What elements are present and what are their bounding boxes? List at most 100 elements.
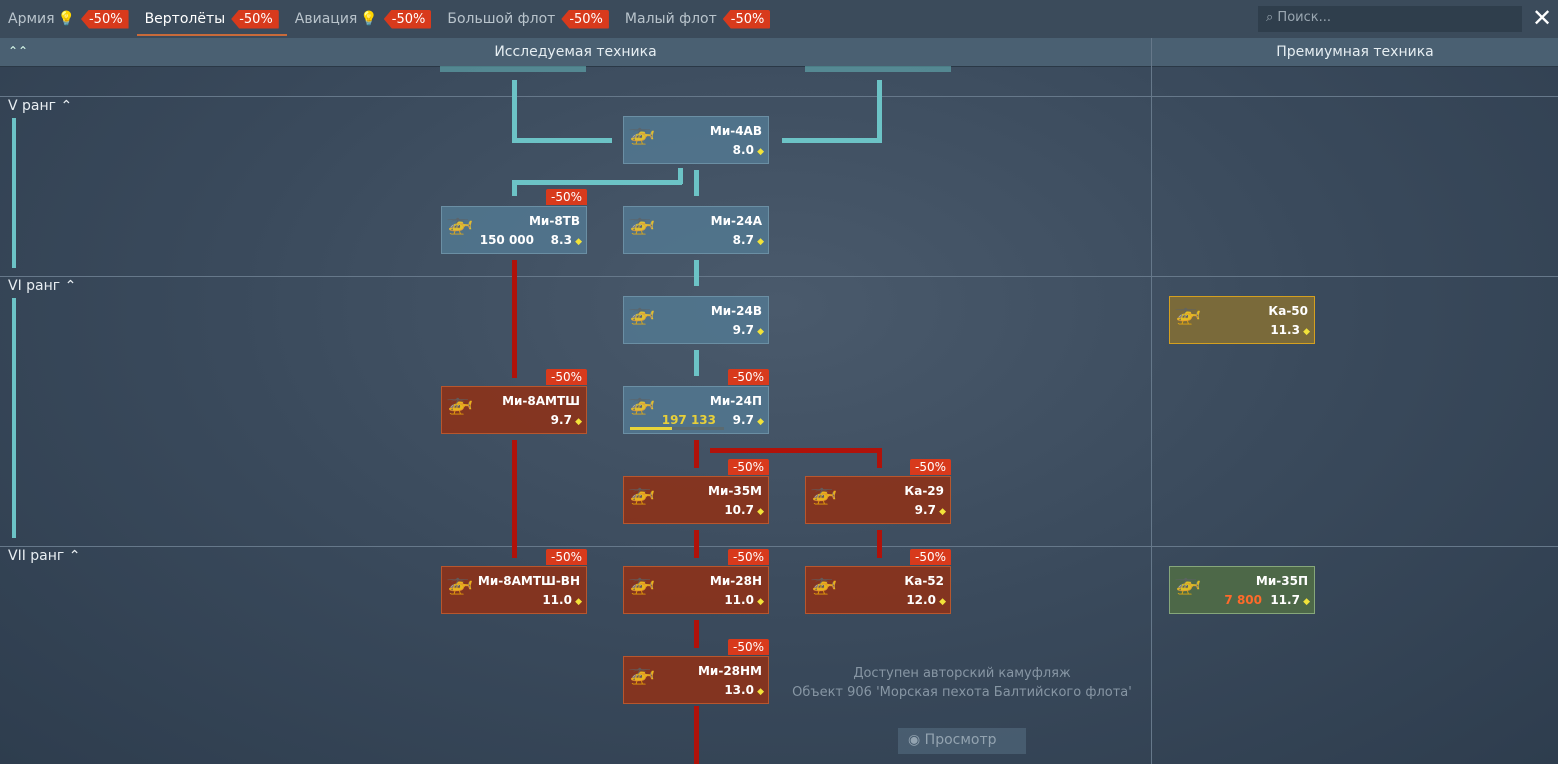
battle-rating: 9.7 (551, 413, 582, 427)
tab-0[interactable]: Армия💡 -50% (0, 0, 137, 38)
vehicle-card-mi28nm[interactable]: 🚁 Ми-28НМ 13.0 -50% (623, 639, 769, 704)
tab-4[interactable]: Малый флот -50% (617, 0, 778, 38)
discount-badge: -50% (561, 9, 609, 29)
close-icon[interactable]: ✕ (1532, 4, 1553, 32)
battle-rating: 9.7 (915, 503, 946, 517)
helicopter-icon: 🚁 (1174, 571, 1202, 596)
battle-rating: 10.7 (724, 503, 764, 517)
battle-rating: 9.7 (733, 323, 764, 337)
rank-6-bar (12, 298, 16, 538)
search-input[interactable]: ⌕ Поиск... (1258, 6, 1522, 32)
discount-badge: -50% (727, 549, 769, 565)
rank-divider (0, 276, 1558, 277)
discount-badge: -50% (231, 9, 279, 29)
lightbulb-icon: 💡 (57, 11, 75, 27)
camo-line1: Доступен авторский камуфляж (853, 666, 1071, 681)
tab-label: Армия (8, 11, 55, 27)
helicopter-icon: 🚁 (810, 571, 838, 596)
vehicle-name: Ка-29 (904, 484, 944, 498)
vehicle-name: Ми-35М (708, 484, 762, 498)
rank-5-label[interactable]: V ранг ⌃ (8, 98, 73, 114)
rank-5-text: V ранг (8, 98, 57, 114)
helicopter-icon: 🚁 (810, 481, 838, 506)
battle-rating: 8.0 (733, 143, 764, 157)
eye-icon: ◉ (908, 732, 921, 748)
rank-7-text: VII ранг (8, 548, 65, 564)
premium-column-header: Премиумная техника (1152, 38, 1558, 67)
discount-badge: -50% (727, 369, 769, 385)
battle-rating: 13.0 (724, 683, 764, 697)
helicopter-icon: 🚁 (446, 211, 474, 236)
collapse-all-icon[interactable]: ⌃⌃ (8, 44, 29, 58)
battle-rating: 11.0 (724, 593, 764, 607)
rank-divider (0, 546, 1558, 547)
cost: 197 133 (661, 413, 716, 427)
helicopter-icon: 🚁 (628, 391, 656, 416)
camo-line2: Объект 906 'Морская пехота Балтийского ф… (792, 685, 1132, 700)
vehicle-card-mi28n[interactable]: 🚁 Ми-28Н 11.0 -50% (623, 549, 769, 614)
vehicle-name: Ми-8АМТШ (502, 394, 580, 408)
helicopter-icon: 🚁 (628, 661, 656, 686)
cost: 150 000 (479, 233, 534, 247)
lightbulb-icon: 💡 (360, 11, 378, 27)
tab-label: Вертолёты (144, 11, 226, 27)
research-progress (630, 427, 724, 430)
discount-badge: -50% (909, 459, 951, 475)
vehicle-card-mi8tv[interactable]: 🚁 Ми-8ТВ 8.3 150 000 -50% (441, 189, 587, 254)
tab-2[interactable]: Авиация💡 -50% (287, 0, 440, 38)
discount-badge: -50% (80, 9, 129, 29)
discount-badge: -50% (909, 549, 951, 565)
vehicle-name: Ка-50 (1268, 304, 1308, 318)
rank-7-label[interactable]: VII ранг ⌃ (8, 548, 81, 564)
battle-rating: 11.3 (1270, 323, 1310, 337)
rank-6-label[interactable]: VI ранг ⌃ (8, 278, 77, 294)
vehicle-card-mi35m[interactable]: 🚁 Ми-35М 10.7 -50% (623, 459, 769, 524)
vehicle-name: Ми-8АМТШ-ВН (477, 574, 580, 588)
discount-badge: -50% (727, 639, 769, 655)
helicopter-icon: 🚁 (1174, 301, 1202, 326)
tab-label: Авиация (294, 11, 358, 27)
tab-1[interactable]: Вертолёты -50% (136, 0, 287, 38)
vehicle-name: Ка-52 (904, 574, 944, 588)
tab-3[interactable]: Большой флот -50% (439, 0, 617, 38)
column-divider (1151, 38, 1152, 764)
vehicle-name: Ми-28Н (709, 574, 762, 588)
view-camo-button[interactable]: ◉ Просмотр (898, 728, 1026, 754)
vehicle-name: Ми-35П (1255, 574, 1308, 588)
discount-badge: -50% (722, 9, 771, 29)
camouflage-notice: Доступен авторский камуфляж Объект 906 '… (776, 664, 1148, 702)
tab-label: Большой флот (447, 11, 556, 27)
discount-badge: -50% (383, 9, 432, 29)
battle-rating: 11.0 (542, 593, 582, 607)
battle-rating: 8.3 (551, 233, 582, 247)
vehicle-name: Ми-24П (709, 394, 762, 408)
discount-badge: -50% (545, 189, 587, 205)
vehicle-card-ka29[interactable]: 🚁 Ка-29 9.7 -50% (805, 459, 951, 524)
tab-label: Малый флот (624, 11, 717, 27)
rank-divider (0, 96, 1558, 97)
helicopter-icon: 🚁 (628, 481, 656, 506)
discount-badge: -50% (727, 459, 769, 475)
vehicle-name: Ми-28НМ (697, 664, 762, 678)
vehicle-name: Ми-8ТВ (528, 214, 580, 228)
discount-badge: -50% (545, 549, 587, 565)
rank-6-text: VI ранг (8, 278, 61, 294)
cost: 7 800 (1224, 593, 1262, 607)
helicopter-icon: 🚁 (446, 571, 474, 596)
rank-5-bar (12, 118, 16, 268)
helicopter-icon: 🚁 (446, 391, 474, 416)
vehicle-card-ka50[interactable]: 🚁 Ка-50 11.3 (1169, 296, 1315, 344)
helicopter-icon: 🚁 (628, 211, 656, 236)
vehicle-name: Ми-4АВ (709, 124, 762, 138)
vehicle-card-mi8vn[interactable]: 🚁Ми-8АМТШ-ВН 11.0 -50% (441, 549, 587, 614)
vehicle-name: Ми-24В (710, 304, 762, 318)
battle-rating: 8.7 (733, 233, 764, 247)
helicopter-icon: 🚁 (628, 571, 656, 596)
